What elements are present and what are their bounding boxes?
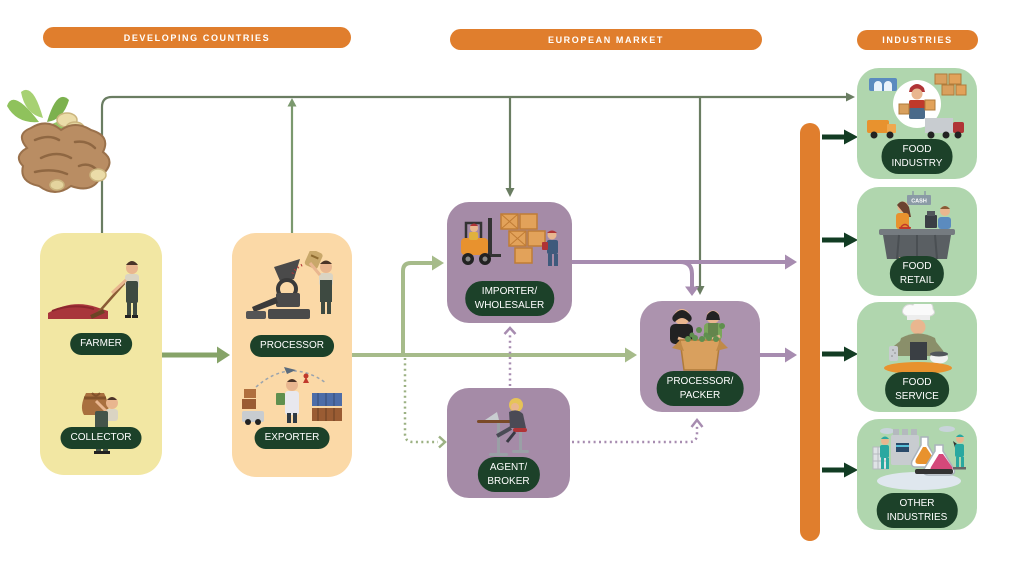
processor-packer-illustration — [670, 309, 728, 371]
stage-pill-industries: INDUSTRIES — [857, 30, 978, 50]
food-retail-box: CASH FOOD RETAIL — [857, 187, 977, 296]
food-service-illustration — [884, 304, 952, 374]
food-retail-label: FOOD RETAIL — [889, 256, 945, 291]
exporter-label: EXPORTER — [254, 427, 330, 449]
processor-label: PROCESSOR — [250, 335, 334, 357]
food-industry-box: FOOD INDUSTRY — [857, 68, 977, 179]
cash-sign-text: CASH — [911, 199, 927, 205]
processor-packer-box: PROCESSOR/ PACKER — [640, 301, 760, 412]
stage-label: EUROPEAN MARKET — [547, 34, 664, 45]
other-industries-illustration — [872, 426, 966, 490]
farmer-label: FARMER — [70, 333, 132, 355]
food-service-box: FOOD SERVICE — [857, 302, 977, 412]
food-industry-illustration — [867, 73, 967, 139]
processor-illustration — [246, 251, 333, 319]
farmer-illustration — [48, 261, 139, 319]
distribution-bar — [800, 123, 820, 541]
exporter-illustration — [242, 367, 342, 425]
farmer-collector-box: FARMER COLLECTOR — [40, 233, 162, 475]
agent-broker-box: AGENT/ BROKER — [447, 388, 570, 498]
other-industries-box: OTHER INDUSTRIES — [857, 419, 977, 530]
agent-broker-label: AGENT/ BROKER — [477, 457, 540, 492]
agent-broker-illustration — [477, 398, 529, 456]
stage-pill-developing-countries: DEVELOPING COUNTRIES — [43, 27, 351, 48]
importer-wholesaler-label: IMPORTER/ WHOLESALER — [464, 281, 555, 316]
food-service-label: FOOD SERVICE — [885, 372, 949, 407]
processor-exporter-box: PROCESSOR EXPORTER — [232, 233, 352, 477]
importer-illustration — [461, 213, 558, 266]
importer-wholesaler-box: IMPORTER/ WHOLESALER — [447, 202, 572, 323]
food-industry-label: FOOD INDUSTRY — [881, 139, 953, 174]
collector-label: COLLECTOR — [60, 427, 142, 449]
ginger-root-illustration — [7, 89, 111, 193]
stage-pill-european-market: EUROPEAN MARKET — [450, 29, 762, 50]
stage-label: DEVELOPING COUNTRIES — [123, 32, 271, 43]
collector-illustration — [81, 392, 118, 421]
food-retail-illustration: CASH — [879, 191, 955, 263]
stage-label: INDUSTRIES — [882, 35, 953, 45]
other-industries-label: OTHER INDUSTRIES — [876, 493, 958, 528]
processor-packer-label: PROCESSOR/ PACKER — [656, 371, 744, 406]
